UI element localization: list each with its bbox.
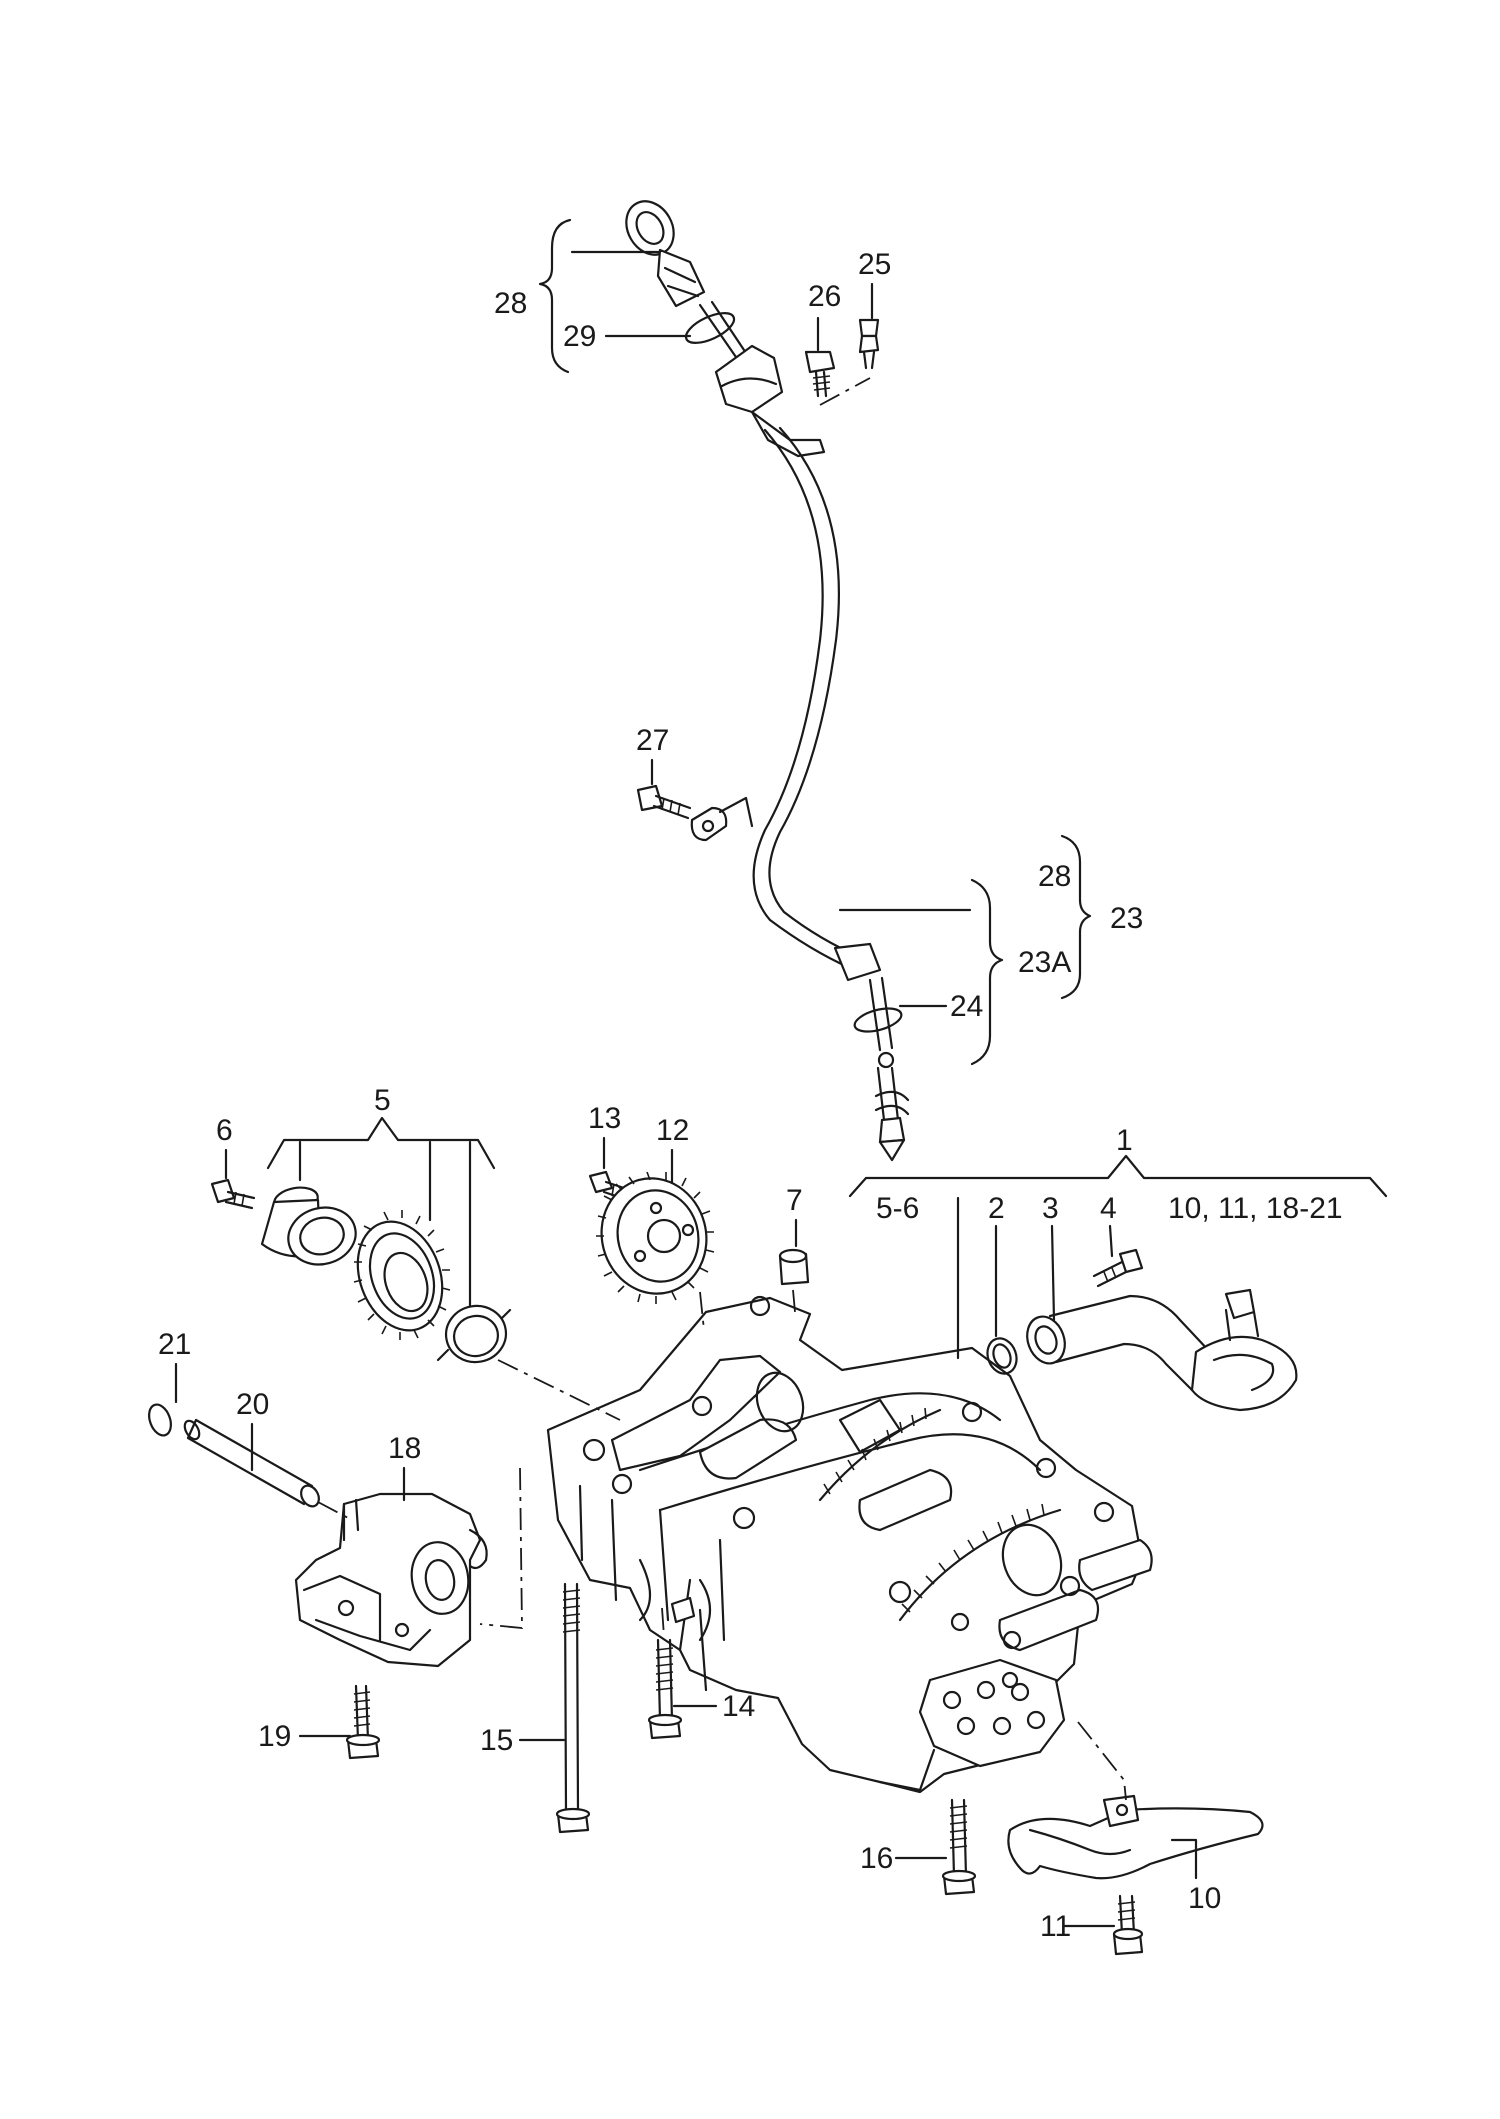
balancer-shaft-housing	[546, 1295, 1153, 1794]
label-13: 13	[588, 1102, 621, 1135]
oil-pump-18	[294, 1492, 488, 1668]
bolt-4	[1092, 1248, 1144, 1288]
bolt-16	[941, 1798, 977, 1896]
bush-7	[778, 1248, 810, 1286]
baffle-10	[1007, 1794, 1264, 1880]
label-2: 2	[988, 1192, 1005, 1225]
dipstick-tube	[698, 300, 910, 1162]
label-23: 23	[1110, 902, 1143, 935]
circlip-21	[148, 1403, 172, 1437]
clip-25	[858, 318, 880, 370]
label-4: 4	[1100, 1192, 1117, 1225]
gear-5	[353, 1210, 451, 1340]
bolt-26	[804, 350, 836, 398]
label-27: 27	[636, 724, 669, 757]
label-23A: 23A	[1018, 946, 1071, 979]
retaining-ring-5	[436, 1304, 512, 1364]
shaft-20	[183, 1418, 320, 1508]
bolt-15	[555, 1582, 591, 1834]
label-28-right: 28	[1038, 860, 1071, 893]
label-25: 25	[858, 248, 891, 281]
label-5-6: 5-6	[876, 1192, 919, 1225]
label-16: 16	[860, 1842, 893, 1875]
label-12: 12	[656, 1114, 689, 1147]
label-6: 6	[216, 1114, 233, 1147]
label-19: 19	[258, 1720, 291, 1753]
label-7: 7	[786, 1184, 803, 1217]
label-10-11-18-21: 10, 11, 18-21	[1168, 1192, 1343, 1225]
dipstick-handle	[625, 200, 706, 308]
label-14: 14	[722, 1690, 755, 1723]
label-5: 5	[374, 1084, 391, 1117]
dipstick-o-ring	[684, 312, 736, 344]
bolt-19	[345, 1684, 381, 1760]
label-1: 1	[1116, 1124, 1133, 1157]
label-28-top: 28	[494, 287, 527, 320]
bolt-14	[647, 1638, 683, 1740]
label-15: 15	[480, 1724, 513, 1757]
leader-lines	[174, 218, 1388, 1928]
label-11: 11	[1040, 1910, 1071, 1943]
o-ring-2	[986, 1337, 1018, 1375]
oil-pickup-pipe-3	[1026, 1288, 1298, 1412]
label-21: 21	[158, 1328, 191, 1361]
label-26: 26	[808, 280, 841, 313]
gear-12	[596, 1171, 715, 1304]
bolt-11	[1112, 1894, 1144, 1956]
label-18: 18	[388, 1432, 421, 1465]
label-29: 29	[563, 320, 596, 353]
label-20: 20	[236, 1388, 269, 1421]
callout-labels: 28 29 26 25 27 28 23 23A 24 1 5-6 2 3 4 …	[158, 248, 1343, 1943]
label-3: 3	[1042, 1192, 1059, 1225]
bearing-bush-5	[260, 1186, 357, 1266]
label-10: 10	[1188, 1882, 1221, 1915]
label-24: 24	[950, 990, 983, 1023]
bolt-6	[210, 1178, 256, 1210]
bolt-27	[636, 784, 754, 842]
